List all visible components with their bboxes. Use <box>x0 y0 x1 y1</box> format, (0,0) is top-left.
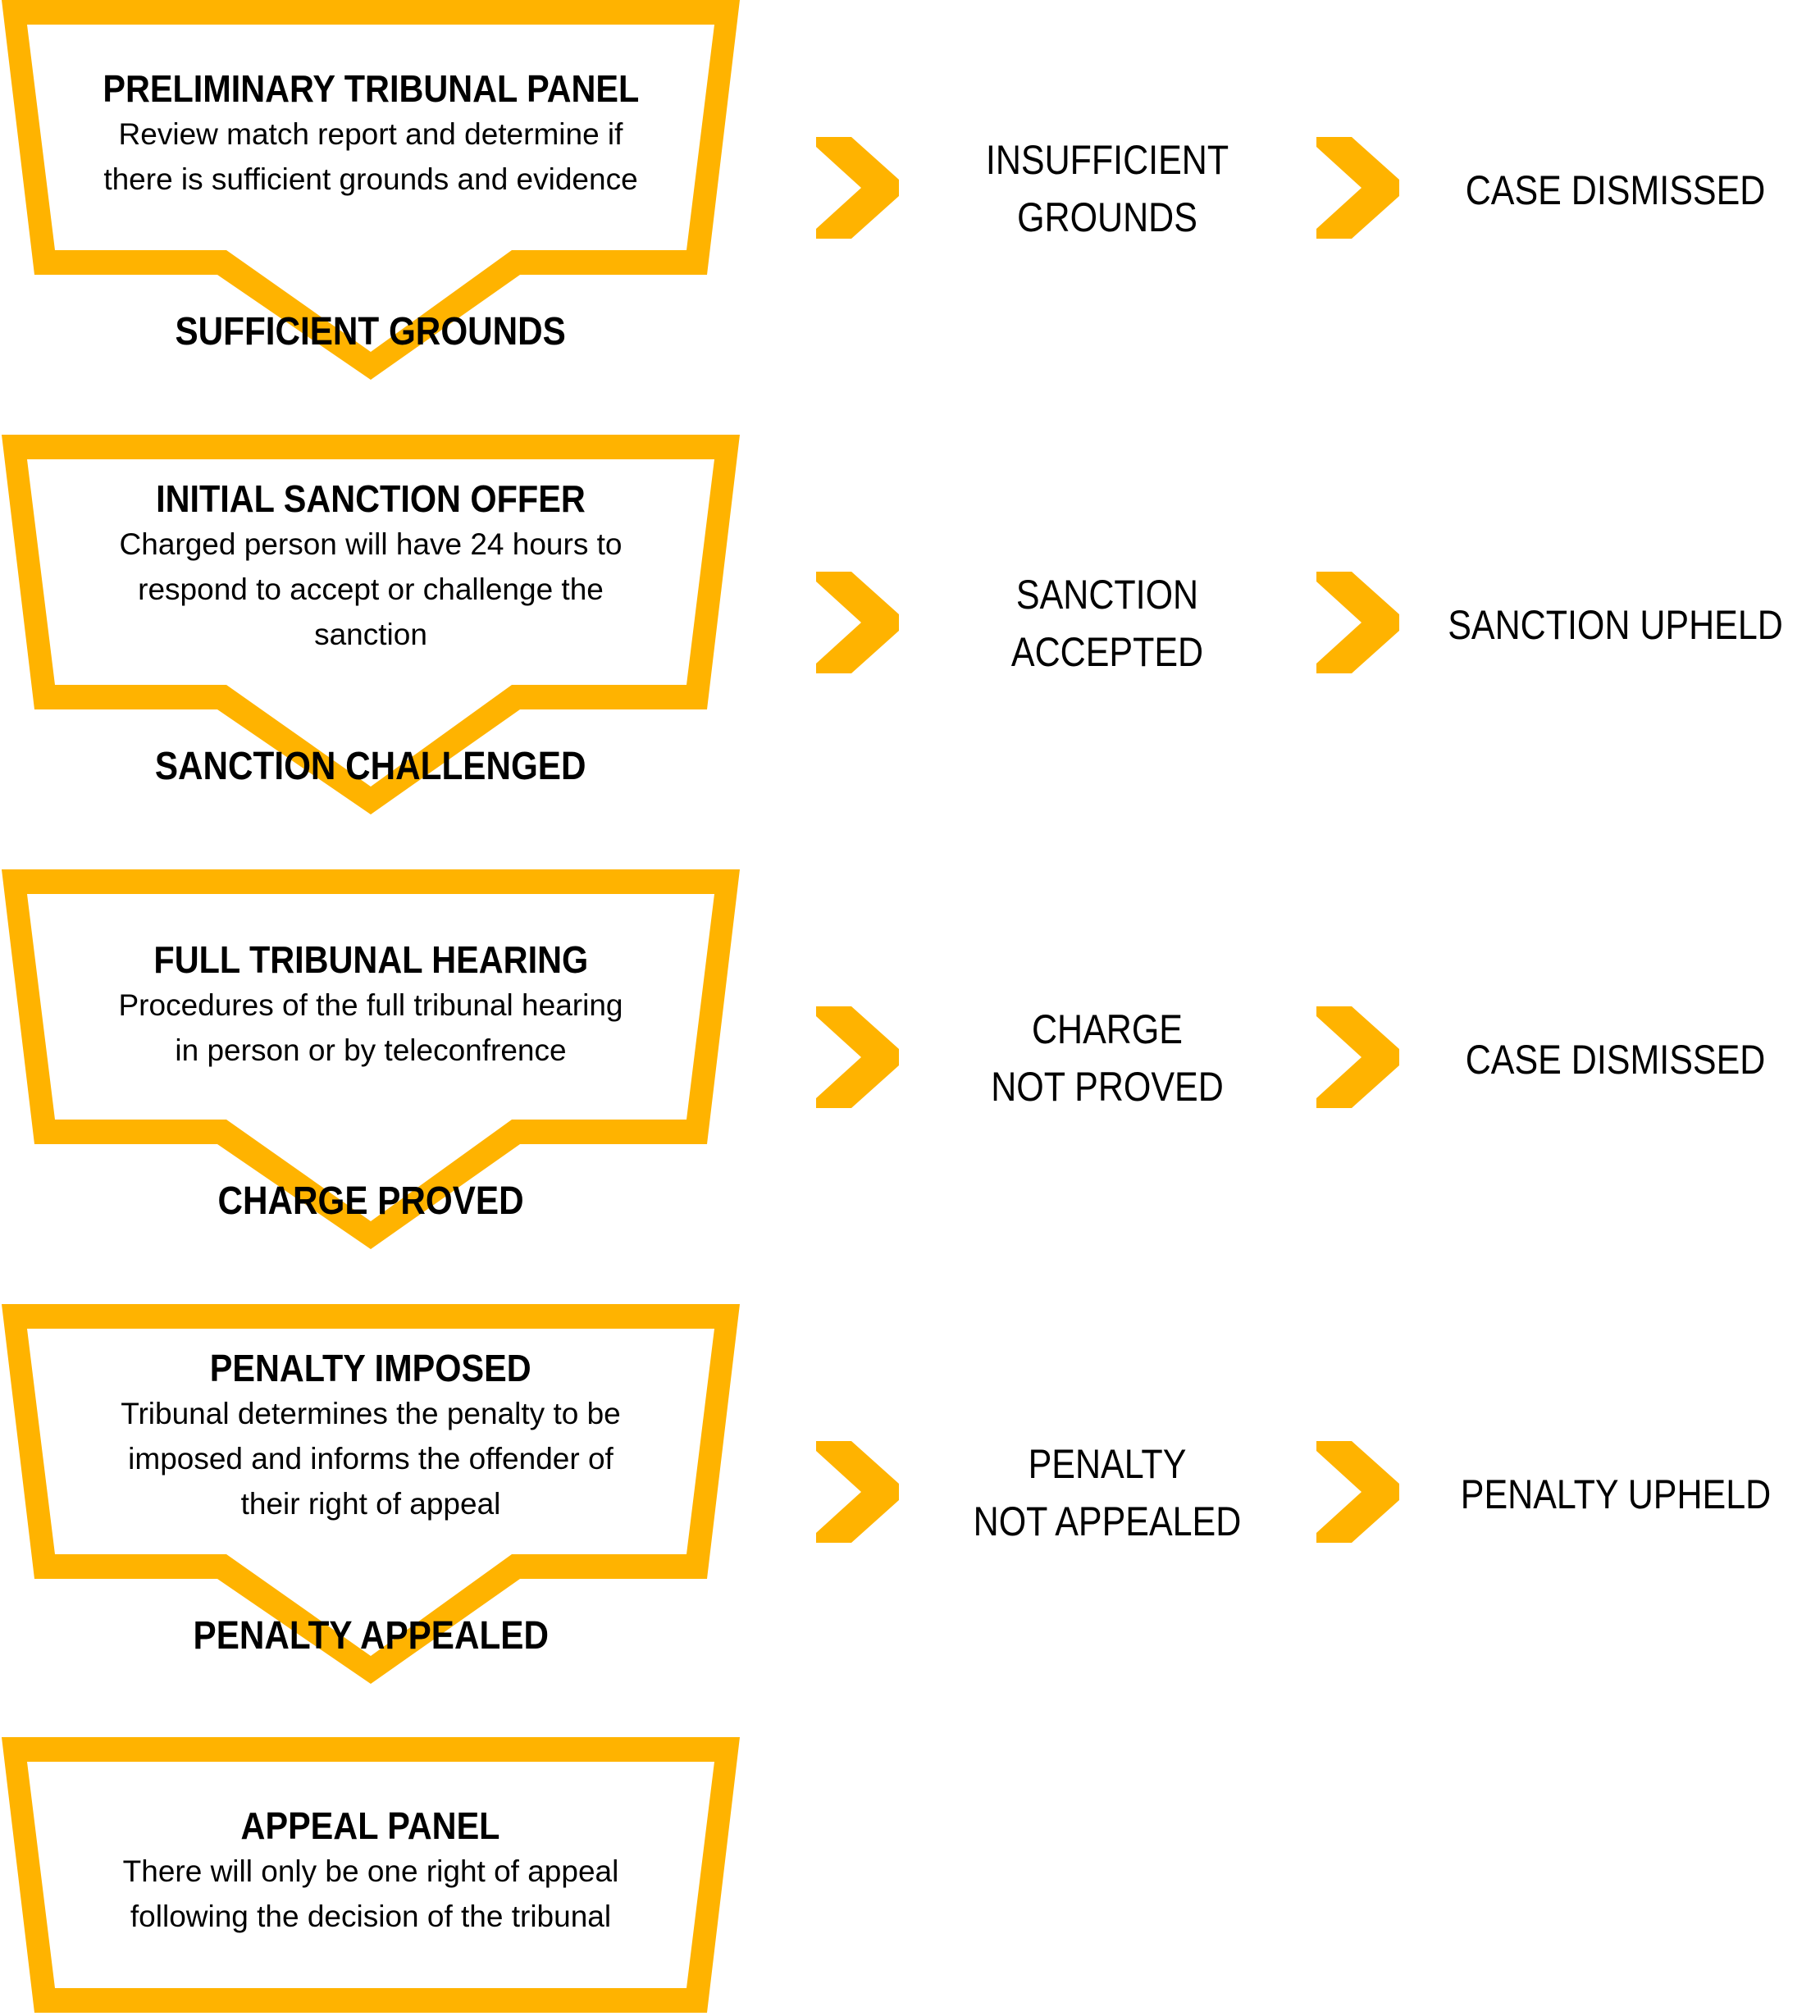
alternate-outcome-line: ACCEPTED <box>1010 629 1204 675</box>
stage-row-initial-sanction-offer: INITIAL SANCTION OFFER Charged person wi… <box>0 435 1820 869</box>
branch-label-next: PENALTY APPEALED <box>0 1612 741 1661</box>
alternate-outcome-line: CHARGE <box>1032 1006 1183 1052</box>
branch-label-next: CHARGE PROVED <box>0 1177 741 1226</box>
stage-row-full-tribunal-hearing: FULL TRIBUNAL HEARING Procedures of the … <box>0 869 1820 1304</box>
stage-title: PENALTY IMPOSED <box>210 1347 531 1389</box>
stage-title: FULL TRIBUNAL HEARING <box>153 938 588 981</box>
final-result: PENALTY UPHELD <box>1411 1466 1820 1523</box>
stage-description: Procedures of the full tribunal hearing … <box>49 983 692 1073</box>
alternate-outcome-line: NOT APPEALED <box>973 1498 1242 1544</box>
chevron-right-icon <box>816 137 900 239</box>
stage-box-content: PENALTY IMPOSED Tribunal determines the … <box>49 1343 692 1526</box>
stage-row-preliminary-tribunal-panel: PRELIMINARY TRIBUNAL PANEL Review match … <box>0 0 1820 435</box>
stage-description-line: in person or by teleconfrence <box>175 1033 567 1067</box>
branch-label-text: SANCTION CHALLENGED <box>155 745 586 788</box>
stage-box-content: INITIAL SANCTION OFFER Charged person wi… <box>49 474 692 657</box>
final-result-text: CASE DISMISSED <box>1465 1037 1766 1083</box>
branch-label-text: SUFFICIENT GROUNDS <box>175 310 567 353</box>
stage-box-content: APPEAL PANEL There will only be one righ… <box>49 1801 692 1939</box>
alternate-outcome: PENALTY NOT APPEALED <box>910 1435 1304 1550</box>
alternate-outcome-line: NOT PROVED <box>991 1064 1224 1110</box>
chevron-right-icon <box>816 1441 900 1543</box>
final-result-text: PENALTY UPHELD <box>1460 1471 1771 1517</box>
chevron-right-icon <box>1316 1441 1400 1543</box>
stage-box-content: FULL TRIBUNAL HEARING Procedures of the … <box>49 935 692 1073</box>
final-result: SANCTION UPHELD <box>1411 596 1820 654</box>
stage-description: There will only be one right of appeal f… <box>49 1849 692 1939</box>
alternate-outcome-line: INSUFFICIENT <box>985 137 1229 183</box>
stage-description-line: sanction <box>314 618 427 651</box>
stage-description: Tribunal determines the penalty to be im… <box>49 1391 692 1526</box>
stage-description-line: imposed and informs the offender of <box>128 1442 614 1476</box>
chevron-right-icon <box>1316 137 1400 239</box>
final-result-text: CASE DISMISSED <box>1465 167 1766 213</box>
alternate-outcome-line: SANCTION <box>1015 572 1199 618</box>
final-result-text: SANCTION UPHELD <box>1448 602 1783 648</box>
chevron-right-icon <box>1316 572 1400 673</box>
final-result: CASE DISMISSED <box>1411 162 1820 219</box>
alternate-outcome: SANCTION ACCEPTED <box>910 566 1304 681</box>
alternate-outcome-line: PENALTY <box>1028 1441 1187 1487</box>
final-result: CASE DISMISSED <box>1411 1031 1820 1088</box>
stage-title: APPEAL PANEL <box>241 1804 500 1847</box>
branch-label-text: CHARGE PROVED <box>217 1179 524 1223</box>
stage-row-appeal-panel: APPEAL PANEL There will only be one righ… <box>0 1737 1820 2013</box>
branch-label-next: SANCTION CHALLENGED <box>0 742 741 791</box>
chevron-right-icon <box>1316 1006 1400 1108</box>
stage-box-content: PRELIMINARY TRIBUNAL PANEL Review match … <box>49 64 692 202</box>
alternate-outcome: INSUFFICIENT GROUNDS <box>910 131 1304 246</box>
stage-description-line: Tribunal determines the penalty to be <box>121 1397 621 1430</box>
stage-title: INITIAL SANCTION OFFER <box>156 477 586 520</box>
branch-label-text: PENALTY APPEALED <box>193 1614 549 1658</box>
stage-description: Review match report and determine if the… <box>49 112 692 202</box>
alternate-outcome-line: GROUNDS <box>1017 194 1197 240</box>
stage-description-line: there is sufficient grounds and evidence <box>103 162 638 196</box>
stage-title: PRELIMINARY TRIBUNAL PANEL <box>103 67 639 110</box>
stage-description-line: Review match report and determine if <box>118 117 623 151</box>
stage-description-line: respond to accept or challenge the <box>138 572 604 606</box>
stage-description-line: Procedures of the full tribunal hearing <box>118 988 623 1022</box>
stage-row-penalty-imposed: PENALTY IMPOSED Tribunal determines the … <box>0 1304 1820 1739</box>
branch-label-next: SUFFICIENT GROUNDS <box>0 308 741 357</box>
chevron-right-icon <box>816 572 900 673</box>
stage-description-line: Charged person will have 24 hours to <box>119 527 623 561</box>
alternate-outcome: CHARGE NOT PROVED <box>910 1001 1304 1115</box>
chevron-right-icon <box>816 1006 900 1108</box>
stage-description-line: their right of appeal <box>240 1487 501 1521</box>
stage-description: Charged person will have 24 hours to res… <box>49 522 692 657</box>
stage-description-line: following the decision of the tribunal <box>130 1900 612 1933</box>
stage-description-line: There will only be one right of appeal <box>122 1854 619 1888</box>
